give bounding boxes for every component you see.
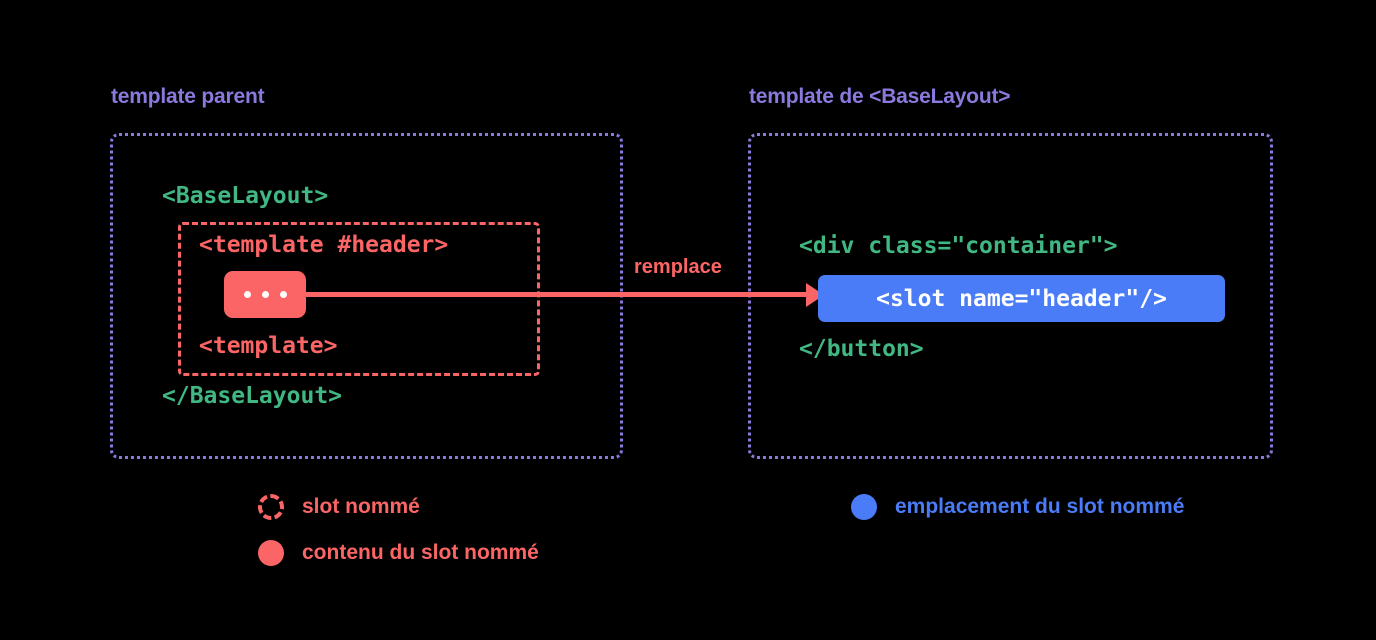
named-slot-content-pill [224,271,306,318]
legend-item-named-slot: slot nommé [258,494,420,520]
left-panel-caption: template parent [111,85,265,108]
legend-label-named-slot: slot nommé [302,495,420,518]
code-baselayout-close-tag: </BaseLayout> [162,383,343,409]
right-panel-caption: template de <BaseLayout> [749,85,1011,108]
legend-item-named-slot-placement: emplacement du slot nommé [851,494,1184,520]
named-slot-dashed-box [178,222,540,376]
legend-label-named-slot-placement: emplacement du slot nommé [895,495,1185,518]
code-template-close-tag: <template> [199,333,338,359]
ellipsis-dot-2 [261,291,269,298]
code-template-header-tag: <template #header> [199,232,449,258]
replace-arrow-label: remplace [631,256,725,279]
replace-arrow-line [306,292,811,297]
ellipsis-dot-3 [279,291,287,298]
legend-label-named-slot-content: contenu du slot nommé [302,541,539,564]
dashed-circle-icon [258,494,284,520]
code-div-container-tag: <div class="container"> [799,233,1118,259]
filled-circle-red-icon [258,540,284,566]
ellipsis-dot-1 [243,291,251,298]
code-baselayout-open-tag: <BaseLayout> [162,183,329,209]
slot-placement-box: <slot name="header"/> [818,275,1225,322]
slot-placement-label: <slot name="header"/> [876,285,1167,312]
filled-circle-blue-icon [851,494,877,520]
legend-item-named-slot-content: contenu du slot nommé [258,540,539,566]
code-button-close-tag: </button> [799,336,924,362]
